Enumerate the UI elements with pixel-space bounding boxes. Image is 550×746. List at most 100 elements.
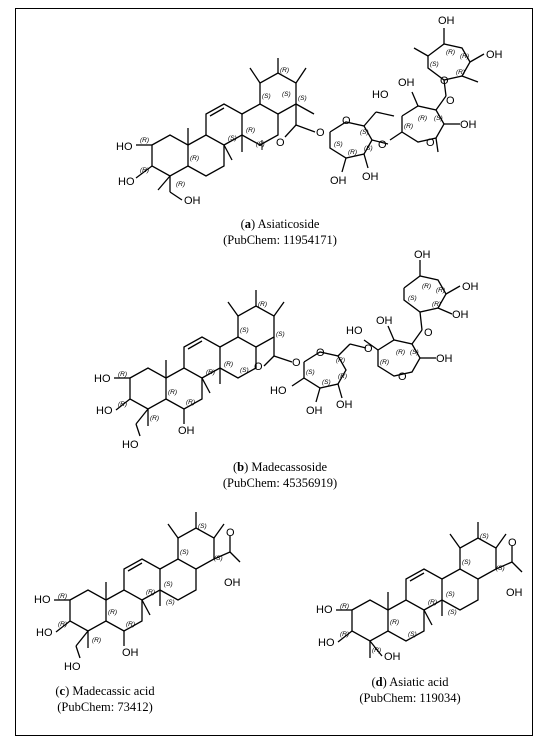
stereo-s: (S) (364, 145, 373, 152)
label-oh-g1a: OH (336, 399, 353, 411)
label-ho-2: HO (94, 373, 111, 385)
stereo-s: (S) (360, 129, 369, 136)
stereo-s: (S) (276, 331, 285, 338)
caption-b: (b) Madecassoside (PubChem: 45356919) (222, 460, 338, 490)
stereo-r: (R) (140, 167, 149, 174)
label-o-ester: O (316, 127, 325, 139)
stereo-s: (S) (164, 581, 173, 588)
stereo-r: (R) (422, 283, 431, 290)
label-ho-3: HO (36, 627, 53, 639)
caption-a: (a) Asiaticoside (PubChem: 11954171) (223, 217, 337, 247)
label-o-link2: O (446, 95, 455, 107)
stereo-s: (S) (430, 61, 439, 68)
caption-b-pubchem: (PubChem: 45356919) (222, 476, 338, 490)
stereo-r: (R) (338, 373, 347, 380)
label-oh-rha2: OH (462, 281, 479, 293)
label-oh-g1b: OH (306, 405, 323, 417)
label-oh-23: OH (184, 195, 201, 207)
caption-c: (c) Madecassic acid (PubChem: 73412) (55, 684, 155, 714)
stereo-r: (R) (396, 349, 405, 356)
stereo-s: (S) (462, 559, 471, 566)
label-oh-rha2: OH (486, 49, 503, 61)
label-oh-g1a: OH (362, 171, 379, 183)
caption-c-name: Madecassic acid (72, 684, 155, 698)
stereo-r: (R) (58, 621, 67, 628)
label-oh-g2: OH (436, 353, 453, 365)
label-ho-g1: HO (270, 385, 287, 397)
label-o-ring1: O (342, 115, 351, 127)
stereo-r: (R) (186, 399, 195, 406)
label-o-acid: O (508, 537, 517, 549)
label-o-ring3: O (440, 75, 449, 87)
stereo-s: (S) (240, 327, 249, 334)
stereo-s: (S) (198, 523, 207, 530)
stereo-s: (S) (496, 565, 505, 572)
stereo-s: (S) (298, 95, 307, 102)
stereo-s: (S) (480, 533, 489, 540)
label-o-link1: O (364, 343, 373, 355)
label-ho-g2: HO (346, 325, 363, 337)
stereo-r: (R) (336, 357, 345, 364)
stereo-s: (S) (408, 295, 417, 302)
stereo-r: (R) (436, 287, 445, 294)
label-o-ring1: O (316, 347, 325, 359)
stereo-s: (S) (228, 135, 237, 142)
label-oh-rha3: OH (452, 309, 469, 321)
label-oh-g1b: OH (330, 175, 347, 187)
stereo-s: (S) (434, 115, 443, 122)
stereo-s: (S) (306, 369, 315, 376)
label-oh-rha1: OH (414, 249, 431, 261)
label-o-ester: O (292, 357, 301, 369)
label-o-ring2: O (426, 137, 435, 149)
stereo-r: (R) (126, 621, 135, 628)
stereo-r: (R) (176, 181, 185, 188)
figure-frame (15, 8, 533, 736)
label-ho-3: HO (318, 637, 335, 649)
stereo-r: (R) (348, 149, 357, 156)
stereo-r: (R) (146, 589, 155, 596)
stereo-r: (R) (150, 415, 159, 422)
caption-a-pubchem: (PubChem: 11954171) (223, 233, 337, 247)
label-oh-acid: OH (506, 587, 523, 599)
stereo-s: (S) (448, 609, 457, 616)
label-oh-g2b: OH (398, 77, 415, 89)
caption-a-name: Asiaticoside (257, 217, 320, 231)
label-o-acid: O (226, 527, 235, 539)
stereo-r: (R) (246, 127, 255, 134)
label-oh-23: OH (384, 651, 401, 663)
stereo-r: (R) (224, 361, 233, 368)
caption-d-pubchem: (PubChem: 119034) (359, 691, 461, 705)
label-ho-g2: HO (372, 89, 389, 101)
label-ho-23: HO (64, 661, 81, 673)
stereo-r: (R) (372, 647, 381, 654)
stereo-s: (S) (446, 591, 455, 598)
label-o-carbonyl: O (276, 137, 285, 149)
caption-c-pubchem: (PubChem: 73412) (57, 700, 153, 714)
stereo-s: (S) (410, 349, 419, 356)
label-ho-2: HO (34, 594, 51, 606)
stereo-s: (S) (256, 141, 265, 148)
stereo-r: (R) (432, 301, 441, 308)
stereo-r: (R) (456, 69, 465, 76)
label-ho-23: HO (122, 439, 139, 451)
stereo-r: (R) (92, 637, 101, 644)
label-oh-g2b: OH (376, 315, 393, 327)
label-ho-3: HO (96, 405, 113, 417)
caption-d-letter: d (375, 675, 383, 689)
stereo-r: (R) (340, 631, 349, 638)
stereo-s: (S) (408, 631, 417, 638)
label-oh-rha1: OH (438, 15, 455, 27)
label-oh-6: OH (178, 425, 195, 437)
label-o-ring2: O (398, 371, 407, 383)
caption-a-letter: a (244, 217, 251, 231)
stereo-s: (S) (214, 555, 223, 562)
stereo-r: (R) (118, 401, 127, 408)
stereo-r: (R) (108, 609, 117, 616)
stereo-r: (R) (390, 619, 399, 626)
caption-b-letter: b (237, 460, 245, 474)
stereo-r: (R) (460, 53, 469, 60)
label-ho-2: HO (316, 604, 333, 616)
